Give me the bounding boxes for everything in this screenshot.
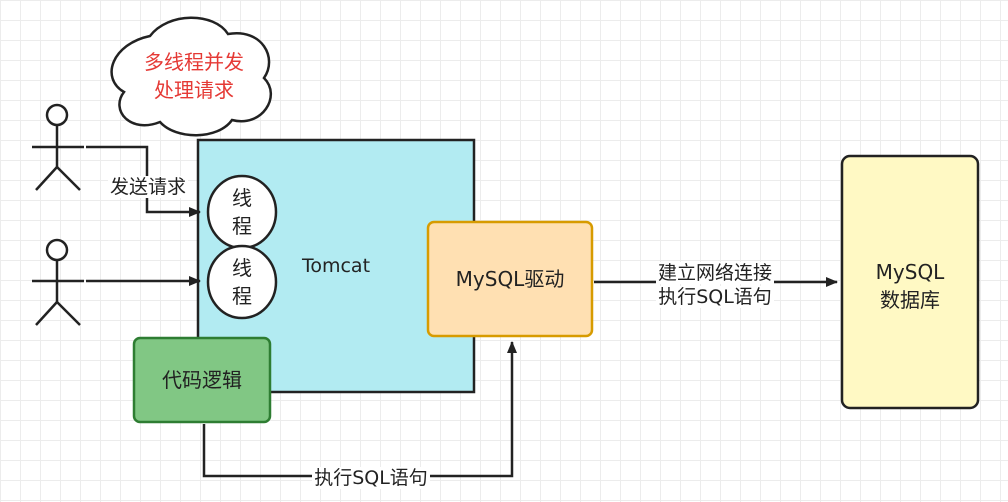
tomcat-label: Tomcat bbox=[301, 255, 371, 277]
user-icon bbox=[32, 103, 84, 191]
mysql-database-box bbox=[840, 154, 980, 410]
edge-label-send-request-text: 发送请求 bbox=[107, 176, 188, 198]
thread-2 bbox=[206, 244, 278, 320]
mysql-driver-box bbox=[426, 220, 594, 338]
thread-2-line1: 线 bbox=[232, 256, 252, 280]
code-logic-box bbox=[132, 336, 272, 424]
cloud-label-line1: 多线程并发 bbox=[144, 50, 244, 74]
cloud-label: 多线程并发 处理请求 bbox=[124, 48, 264, 104]
edge-label-execute-sql-text: 执行SQL语句 bbox=[312, 467, 430, 489]
edge-label-connect-line1: 建立网络连接 bbox=[655, 262, 774, 284]
edge-label-send-request: 发送请求 bbox=[100, 175, 196, 199]
thread-2-label: 线 程 bbox=[208, 254, 276, 310]
mysql-database-line2: 数据库 bbox=[880, 288, 940, 312]
mysql-database-line1: MySQL bbox=[875, 260, 945, 284]
code-logic-label: 代码逻辑 bbox=[162, 368, 242, 392]
thread-1-label: 线 程 bbox=[208, 184, 276, 240]
edge-label-connect: 建立网络连接 执行SQL语句 bbox=[640, 261, 790, 309]
thread-2-line2: 程 bbox=[232, 284, 252, 308]
mysql-driver-label: MySQL驱动 bbox=[455, 267, 565, 291]
user-icon bbox=[32, 238, 84, 326]
cloud-label-line2: 处理请求 bbox=[154, 78, 234, 102]
mysql-database-label: MySQL 数据库 bbox=[842, 258, 978, 314]
edge-label-connect-line2: 执行SQL语句 bbox=[656, 286, 774, 308]
edge-label-execute-sql: 执行SQL语句 bbox=[296, 466, 446, 490]
thread-1-line2: 程 bbox=[232, 214, 252, 238]
cloud-shape bbox=[110, 16, 272, 137]
thread-1-line1: 线 bbox=[232, 186, 252, 210]
